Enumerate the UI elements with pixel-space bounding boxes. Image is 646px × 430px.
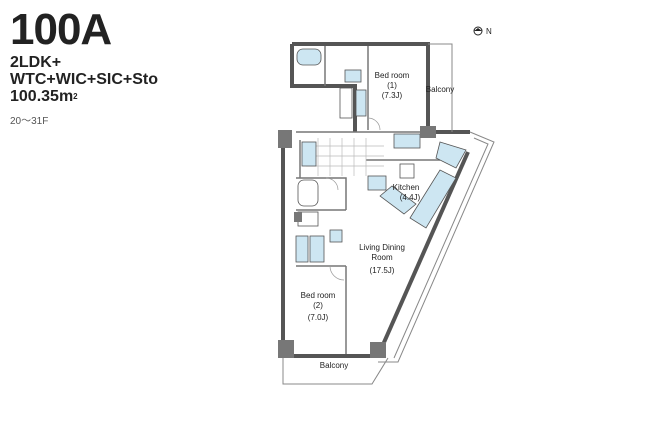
balcony-right-rail [378, 131, 495, 363]
area-unit-sup: 2 [73, 92, 78, 101]
wash-basin-lower [329, 229, 343, 243]
unit-name: 100A [10, 5, 112, 54]
living-size: (17.5J) [370, 266, 395, 275]
shoe-cabinet [393, 133, 421, 149]
stove [399, 163, 415, 179]
column-bottom-right [370, 342, 386, 358]
compass: N [473, 26, 492, 36]
kitchen-pantry [435, 141, 467, 169]
living-name-line-1: Living Dining [359, 243, 405, 252]
closet-wic-1 [355, 89, 367, 117]
column-bottom-left [278, 340, 294, 358]
compass-label: N [486, 27, 492, 36]
unit-area: 100.35m2 [10, 88, 158, 106]
balcony-top-rail [428, 43, 453, 132]
floor-range: 20～31F [10, 116, 49, 127]
column-mid-left [294, 212, 302, 222]
balcony-top-label: Balcony [426, 85, 454, 94]
bedroom1-name: Bed room [375, 71, 410, 80]
wash-basin-top [344, 69, 362, 83]
kitchen-counter [379, 185, 417, 215]
wall-diagonal [376, 151, 470, 357]
unit-type-line-2: WTC+WIC+SIC+Sto [10, 71, 159, 88]
column-top-right [420, 126, 436, 138]
balcony-bottom-rail [282, 357, 389, 385]
compass-arrow-icon [474, 28, 482, 31]
living-name-line-2: Room [371, 253, 393, 262]
bedroom2-size: (7.0J) [308, 313, 329, 322]
outer-walls [281, 42, 470, 358]
column-top-left [278, 130, 292, 148]
bedroom1-size: (7.3J) [382, 91, 403, 100]
interior-walls [296, 46, 440, 354]
balcony-bottom-label: Balcony [320, 361, 348, 370]
unit-type-line-1: 2LDK+ [10, 54, 62, 71]
area-value: 100.35m [10, 88, 74, 105]
kitchen-island [409, 169, 457, 229]
partition-bath2 [296, 177, 347, 210]
unit-info: 100A 2LDK+ WTC+WIC+SIC+Sto 100.35m2 20～3… [10, 5, 159, 128]
fixtures [295, 48, 467, 263]
door-bedroom2 [329, 265, 345, 281]
bedroom2-name: Bed room [301, 291, 336, 300]
fridge [367, 175, 387, 191]
door-bedroom1 [367, 117, 381, 131]
doors [325, 117, 381, 281]
tile-grid-lines [306, 138, 384, 176]
bedroom2-closet-2 [309, 235, 325, 263]
wall-left-top [290, 44, 357, 132]
bedroom2-closet-1 [295, 235, 309, 263]
kitchen-size: (4.4J) [400, 193, 421, 202]
bedroom2-number: (2) [313, 301, 323, 310]
entry-tile-grid [306, 138, 384, 176]
kitchen-name: Kitchen [393, 183, 420, 192]
balcony-right-rail-inner [393, 137, 489, 359]
balcony-rails [282, 43, 495, 385]
bathtub-top [296, 48, 322, 66]
door-bath [325, 177, 339, 191]
columns [278, 126, 436, 358]
bathtub-lower [297, 179, 319, 207]
closet-wic-2 [339, 87, 353, 119]
room-labels: Bed room (1) (7.3J) Balcony Kitchen (4.4… [301, 71, 455, 370]
entry-cabinet [301, 141, 317, 167]
bedroom1-number: (1) [387, 81, 397, 90]
